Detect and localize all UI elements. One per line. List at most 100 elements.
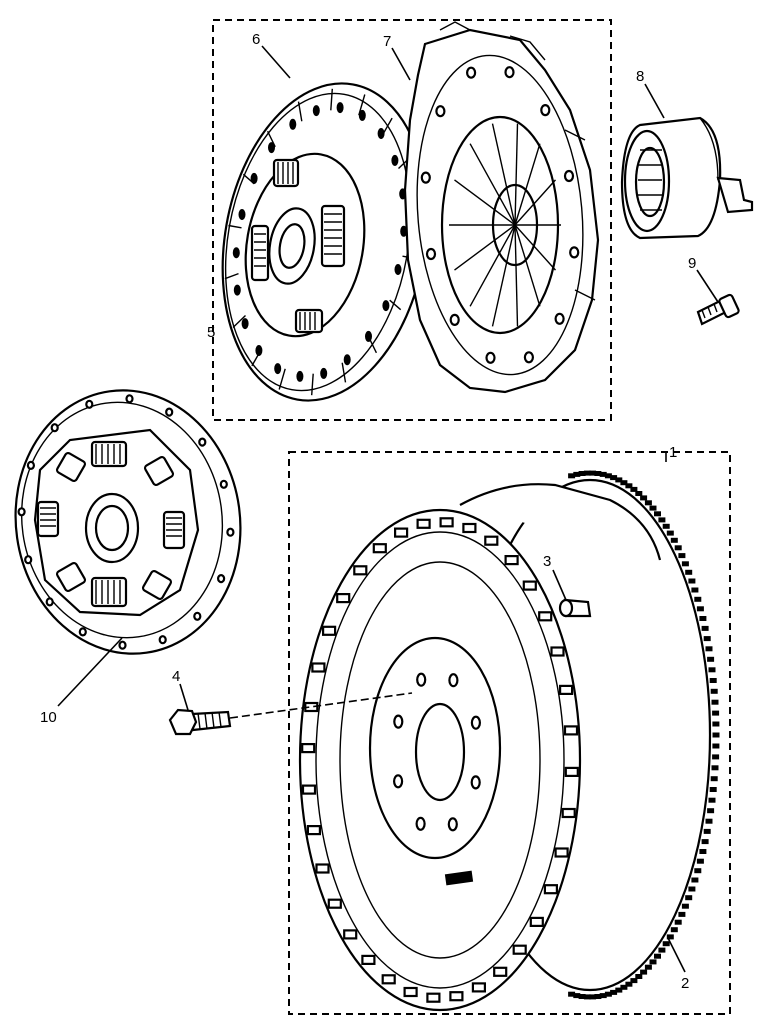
part-9-bolt bbox=[696, 293, 740, 326]
gear-tooth bbox=[701, 625, 709, 631]
gear-tooth bbox=[620, 480, 628, 486]
slot bbox=[251, 348, 263, 367]
cover-rivets bbox=[420, 66, 580, 364]
lug bbox=[538, 611, 553, 622]
gear-tooth bbox=[681, 561, 689, 567]
gear-tooth bbox=[705, 646, 713, 652]
lug bbox=[504, 554, 519, 566]
lug bbox=[449, 991, 464, 1002]
finger bbox=[469, 224, 516, 307]
gear-tooth bbox=[666, 530, 674, 536]
rivet bbox=[26, 460, 35, 470]
bolt-hole bbox=[393, 774, 404, 789]
lug bbox=[361, 954, 376, 966]
gear-tooth bbox=[703, 828, 711, 834]
gear-tooth bbox=[678, 553, 686, 559]
callout-1: 1 bbox=[669, 444, 677, 461]
lug bbox=[564, 766, 579, 778]
gear-tooth bbox=[662, 941, 670, 947]
lug bbox=[311, 662, 326, 673]
gear-tooth bbox=[691, 877, 699, 883]
lug bbox=[301, 742, 316, 754]
slot bbox=[232, 314, 246, 329]
finger bbox=[491, 224, 516, 327]
rivet bbox=[312, 105, 320, 117]
lug bbox=[471, 982, 486, 993]
lug bbox=[484, 535, 499, 546]
gear-tooth bbox=[712, 732, 720, 738]
gear-tooth bbox=[708, 667, 716, 673]
gear-tooth bbox=[691, 587, 699, 593]
part-6-clutch-disc bbox=[221, 82, 429, 402]
gear-tooth bbox=[709, 678, 717, 683]
gear-tooth bbox=[712, 754, 720, 760]
group-box-clutch-kit bbox=[212, 19, 612, 421]
disc-rivets bbox=[17, 394, 235, 650]
lug bbox=[561, 807, 576, 819]
gear-tooth bbox=[694, 596, 702, 602]
rivet bbox=[24, 555, 33, 565]
lug bbox=[416, 518, 431, 529]
callout-2: 2 bbox=[681, 975, 689, 992]
rivet bbox=[425, 247, 437, 261]
rivet bbox=[241, 318, 249, 330]
gear-tooth bbox=[658, 517, 666, 523]
gear-tooth bbox=[630, 978, 638, 984]
gear-tooth bbox=[658, 947, 666, 953]
slot bbox=[358, 94, 366, 116]
slot bbox=[330, 88, 333, 111]
rivet bbox=[391, 154, 399, 166]
rivet bbox=[158, 635, 167, 645]
slot bbox=[341, 362, 347, 383]
rivet bbox=[485, 351, 496, 364]
gear-tooth bbox=[705, 818, 713, 824]
finger bbox=[454, 179, 516, 226]
callout-3: 3 bbox=[543, 553, 551, 570]
lug bbox=[493, 966, 508, 977]
rivet bbox=[523, 351, 535, 364]
lug bbox=[529, 916, 544, 928]
rivet bbox=[563, 169, 575, 183]
lug bbox=[403, 986, 418, 998]
part-7-pressure-plate bbox=[403, 21, 600, 394]
rivet bbox=[125, 394, 134, 404]
rivet bbox=[118, 640, 127, 650]
gear-tooth bbox=[625, 483, 633, 489]
flywheel-marking bbox=[444, 870, 474, 886]
slot bbox=[242, 173, 255, 185]
part-2-flywheel bbox=[298, 470, 720, 1012]
gear-tooth bbox=[635, 491, 643, 496]
lug bbox=[343, 929, 358, 940]
rivet bbox=[233, 284, 241, 296]
part-3-dowel-pin bbox=[558, 598, 592, 618]
gear-tooth bbox=[712, 743, 720, 749]
rivet bbox=[504, 66, 515, 79]
rivet bbox=[540, 103, 551, 117]
gear-tooth bbox=[654, 511, 661, 517]
gear-tooth bbox=[696, 858, 704, 864]
gear-tooth bbox=[615, 477, 623, 483]
gear-tooth bbox=[644, 500, 652, 506]
rivet bbox=[358, 109, 366, 121]
rivet bbox=[320, 367, 328, 379]
gear-tooth bbox=[654, 953, 661, 959]
rivet bbox=[193, 611, 202, 621]
gear-tooth bbox=[649, 959, 657, 965]
gear-tooth bbox=[709, 787, 717, 792]
callout-4: 4 bbox=[172, 668, 180, 685]
damper-springs bbox=[250, 158, 346, 334]
gear-tooth bbox=[674, 919, 682, 925]
gear-tooth bbox=[649, 505, 657, 511]
rivet bbox=[219, 479, 228, 489]
rivet bbox=[17, 507, 26, 517]
gear-tooth bbox=[712, 721, 720, 727]
callout-7: 7 bbox=[383, 33, 391, 50]
gear-tooth bbox=[707, 656, 715, 662]
gear-tooth bbox=[670, 537, 678, 543]
slot bbox=[297, 101, 303, 122]
gear-tooth bbox=[685, 569, 693, 575]
finger bbox=[514, 224, 519, 327]
gear-tooth bbox=[701, 839, 709, 845]
gear-tooth bbox=[681, 903, 689, 909]
bolt-hole bbox=[415, 816, 426, 831]
